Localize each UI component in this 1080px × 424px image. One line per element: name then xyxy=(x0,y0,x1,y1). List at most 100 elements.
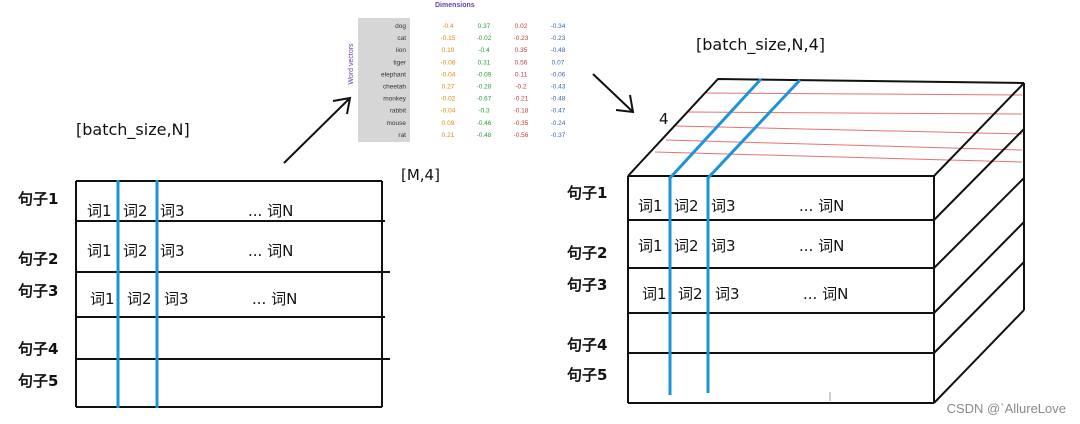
embedding-value-cell: -0.09 xyxy=(477,71,492,78)
embedding-value-cell: -0.47 xyxy=(551,108,566,115)
embedding-value-cell: 0.07 xyxy=(552,59,565,66)
left-sentence-3-label: 句子3 xyxy=(18,282,58,300)
embedding-word-label: rat xyxy=(398,132,406,139)
embedding-value-cell: -0.67 xyxy=(477,96,492,103)
embedding-word-label: mouse xyxy=(386,120,406,127)
embedding-value-cell: -0.4 xyxy=(478,47,490,54)
embedding-word-label: rabbit xyxy=(390,108,406,115)
embedding-value-cell: -0.56 xyxy=(514,132,529,139)
embedding-value-cell: -0.43 xyxy=(551,84,566,91)
left-diagram: [batch_size,N] 句子1 句子2 句子3 句子4 句子5 词1 词2… xyxy=(18,120,390,408)
left-word-cell: ... 词N xyxy=(252,290,297,308)
embedding-value-cell: -0.06 xyxy=(551,71,566,78)
embedding-value-cell: -0.15 xyxy=(441,35,456,42)
embedding-value-cell: -0.08 xyxy=(441,59,456,66)
left-shape-label: [batch_size,N] xyxy=(76,120,190,140)
embedding-axis-label: Word vectors xyxy=(348,43,355,85)
embedding-title: Dimensions xyxy=(435,2,475,9)
embedding-word-label: cheetah xyxy=(383,84,407,91)
right-depth-label: 4 xyxy=(659,110,669,128)
right-word-cell: 词3 xyxy=(715,285,740,303)
embedding-value-cell: -0.35 xyxy=(514,120,529,127)
right-word-cell: 词2 xyxy=(674,197,699,215)
left-word-cell: 词3 xyxy=(164,290,189,308)
right-box-outline xyxy=(627,77,1025,404)
word-column-background xyxy=(358,18,410,142)
left-grid xyxy=(75,180,390,408)
right-word-cell: 词2 xyxy=(674,237,699,255)
embedding-shape-label: [M,4] xyxy=(401,166,440,184)
right-word-cell: 词3 xyxy=(711,237,736,255)
left-sentence-1-label: 句子1 xyxy=(18,190,58,208)
left-sentence-5-label: 句子5 xyxy=(18,372,58,390)
embedding-rows: dog -0.4 0.37 0.02 -0.34 cat -0.15 -0.02 -0.23 -0… xyxy=(381,23,566,139)
arrow-left-to-table xyxy=(283,96,352,164)
right-word-cell: 词1 xyxy=(638,197,663,215)
embedding-word-label: cat xyxy=(397,35,406,42)
embedding-value-cell: -0.48 xyxy=(551,47,566,54)
left-word-cell: 词3 xyxy=(160,202,185,220)
embedding-value-cell: 0.09 xyxy=(442,120,455,127)
right-sentence-3-label: 句子3 xyxy=(567,276,607,294)
embedding-value-cell: -0.02 xyxy=(477,35,492,42)
right-sentence-4-label: 句子4 xyxy=(567,336,607,354)
left-word-cell: ... 词N xyxy=(248,242,293,260)
embedding-value-cell: -0.4 xyxy=(442,23,454,30)
embedding-value-cell: -0.28 xyxy=(477,84,492,91)
embedding-value-cell: -0.04 xyxy=(441,71,456,78)
embedding-value-cell: -0.34 xyxy=(551,23,566,30)
right-diagram: [batch_size,N,4] 4 xyxy=(567,35,1025,404)
embedding-value-cell: 0.21 xyxy=(442,132,455,139)
left-word-cell: 词2 xyxy=(123,202,148,220)
right-sentence-2-label: 句子2 xyxy=(567,244,607,262)
arrow-table-to-right xyxy=(592,73,635,114)
embedding-value-cell: 0.31 xyxy=(478,59,491,66)
right-column-marker xyxy=(706,78,802,393)
right-shape-label: [batch_size,N,4] xyxy=(696,35,825,55)
embedding-word-label: dog xyxy=(395,23,406,30)
embedding-value-cell: 0.11 xyxy=(515,71,528,78)
watermark: CSDN @`AllureLove xyxy=(946,401,1066,416)
left-word-cell: 词3 xyxy=(160,242,185,260)
right-word-cell: 词3 xyxy=(711,197,736,215)
right-sentence-1-label: 句子1 xyxy=(567,184,607,202)
left-word-cell: 词2 xyxy=(123,242,148,260)
right-word-cell: ... 词N xyxy=(803,285,848,303)
left-word-cell: 词1 xyxy=(87,202,112,220)
left-word-cell: 词1 xyxy=(87,242,112,260)
embedding-value-cell: 0.19 xyxy=(442,47,455,54)
embedding-word-label: tiger xyxy=(393,59,406,66)
left-word-cell: 词1 xyxy=(90,290,115,308)
embedding-value-cell: -0.04 xyxy=(441,108,456,115)
embedding-value-cell: -0.21 xyxy=(514,96,529,103)
embedding-value-cell: 0.02 xyxy=(515,23,528,30)
embedding-value-cell: 0.35 xyxy=(515,47,528,54)
right-sentence-5-label: 句子5 xyxy=(567,366,607,384)
embedding-value-cell: -0.2 xyxy=(515,84,527,91)
right-word-cell: 词1 xyxy=(638,237,663,255)
left-word-cell: 词2 xyxy=(127,290,152,308)
embedding-word-label: elephant xyxy=(381,71,406,78)
left-word-cell: ... 词N xyxy=(248,202,293,220)
embedding-value-cell: -0.3 xyxy=(478,108,490,115)
embedding-table: Dimensions Word vectors dog -0.4 0.37 0.02 -… xyxy=(348,2,566,142)
embedding-value-cell: -0.02 xyxy=(441,96,456,103)
embedding-value-cell: -0.18 xyxy=(514,108,529,115)
right-word-cell: 词2 xyxy=(678,285,703,303)
embedding-value-cell: -0.24 xyxy=(551,120,566,127)
embedding-value-cell: -0.23 xyxy=(514,35,529,42)
right-word-cell: ... 词N xyxy=(799,237,844,255)
embedding-value-cell: 0.37 xyxy=(478,23,491,30)
embedding-value-cell: -0.37 xyxy=(551,132,566,139)
right-column-marker xyxy=(668,77,763,395)
embedding-value-cell: -0.23 xyxy=(551,35,566,42)
right-word-cell: 词1 xyxy=(642,285,667,303)
embedding-value-cell: -0.46 xyxy=(477,120,492,127)
embedding-value-cell: -0.48 xyxy=(551,96,566,103)
embedding-value-cell: 0.56 xyxy=(515,59,528,66)
left-sentence-4-label: 句子4 xyxy=(18,340,58,358)
left-sentence-2-label: 句子2 xyxy=(18,250,58,268)
embedding-value-cell: -0.48 xyxy=(477,132,492,139)
embedding-value-cell: 0.27 xyxy=(442,84,455,91)
